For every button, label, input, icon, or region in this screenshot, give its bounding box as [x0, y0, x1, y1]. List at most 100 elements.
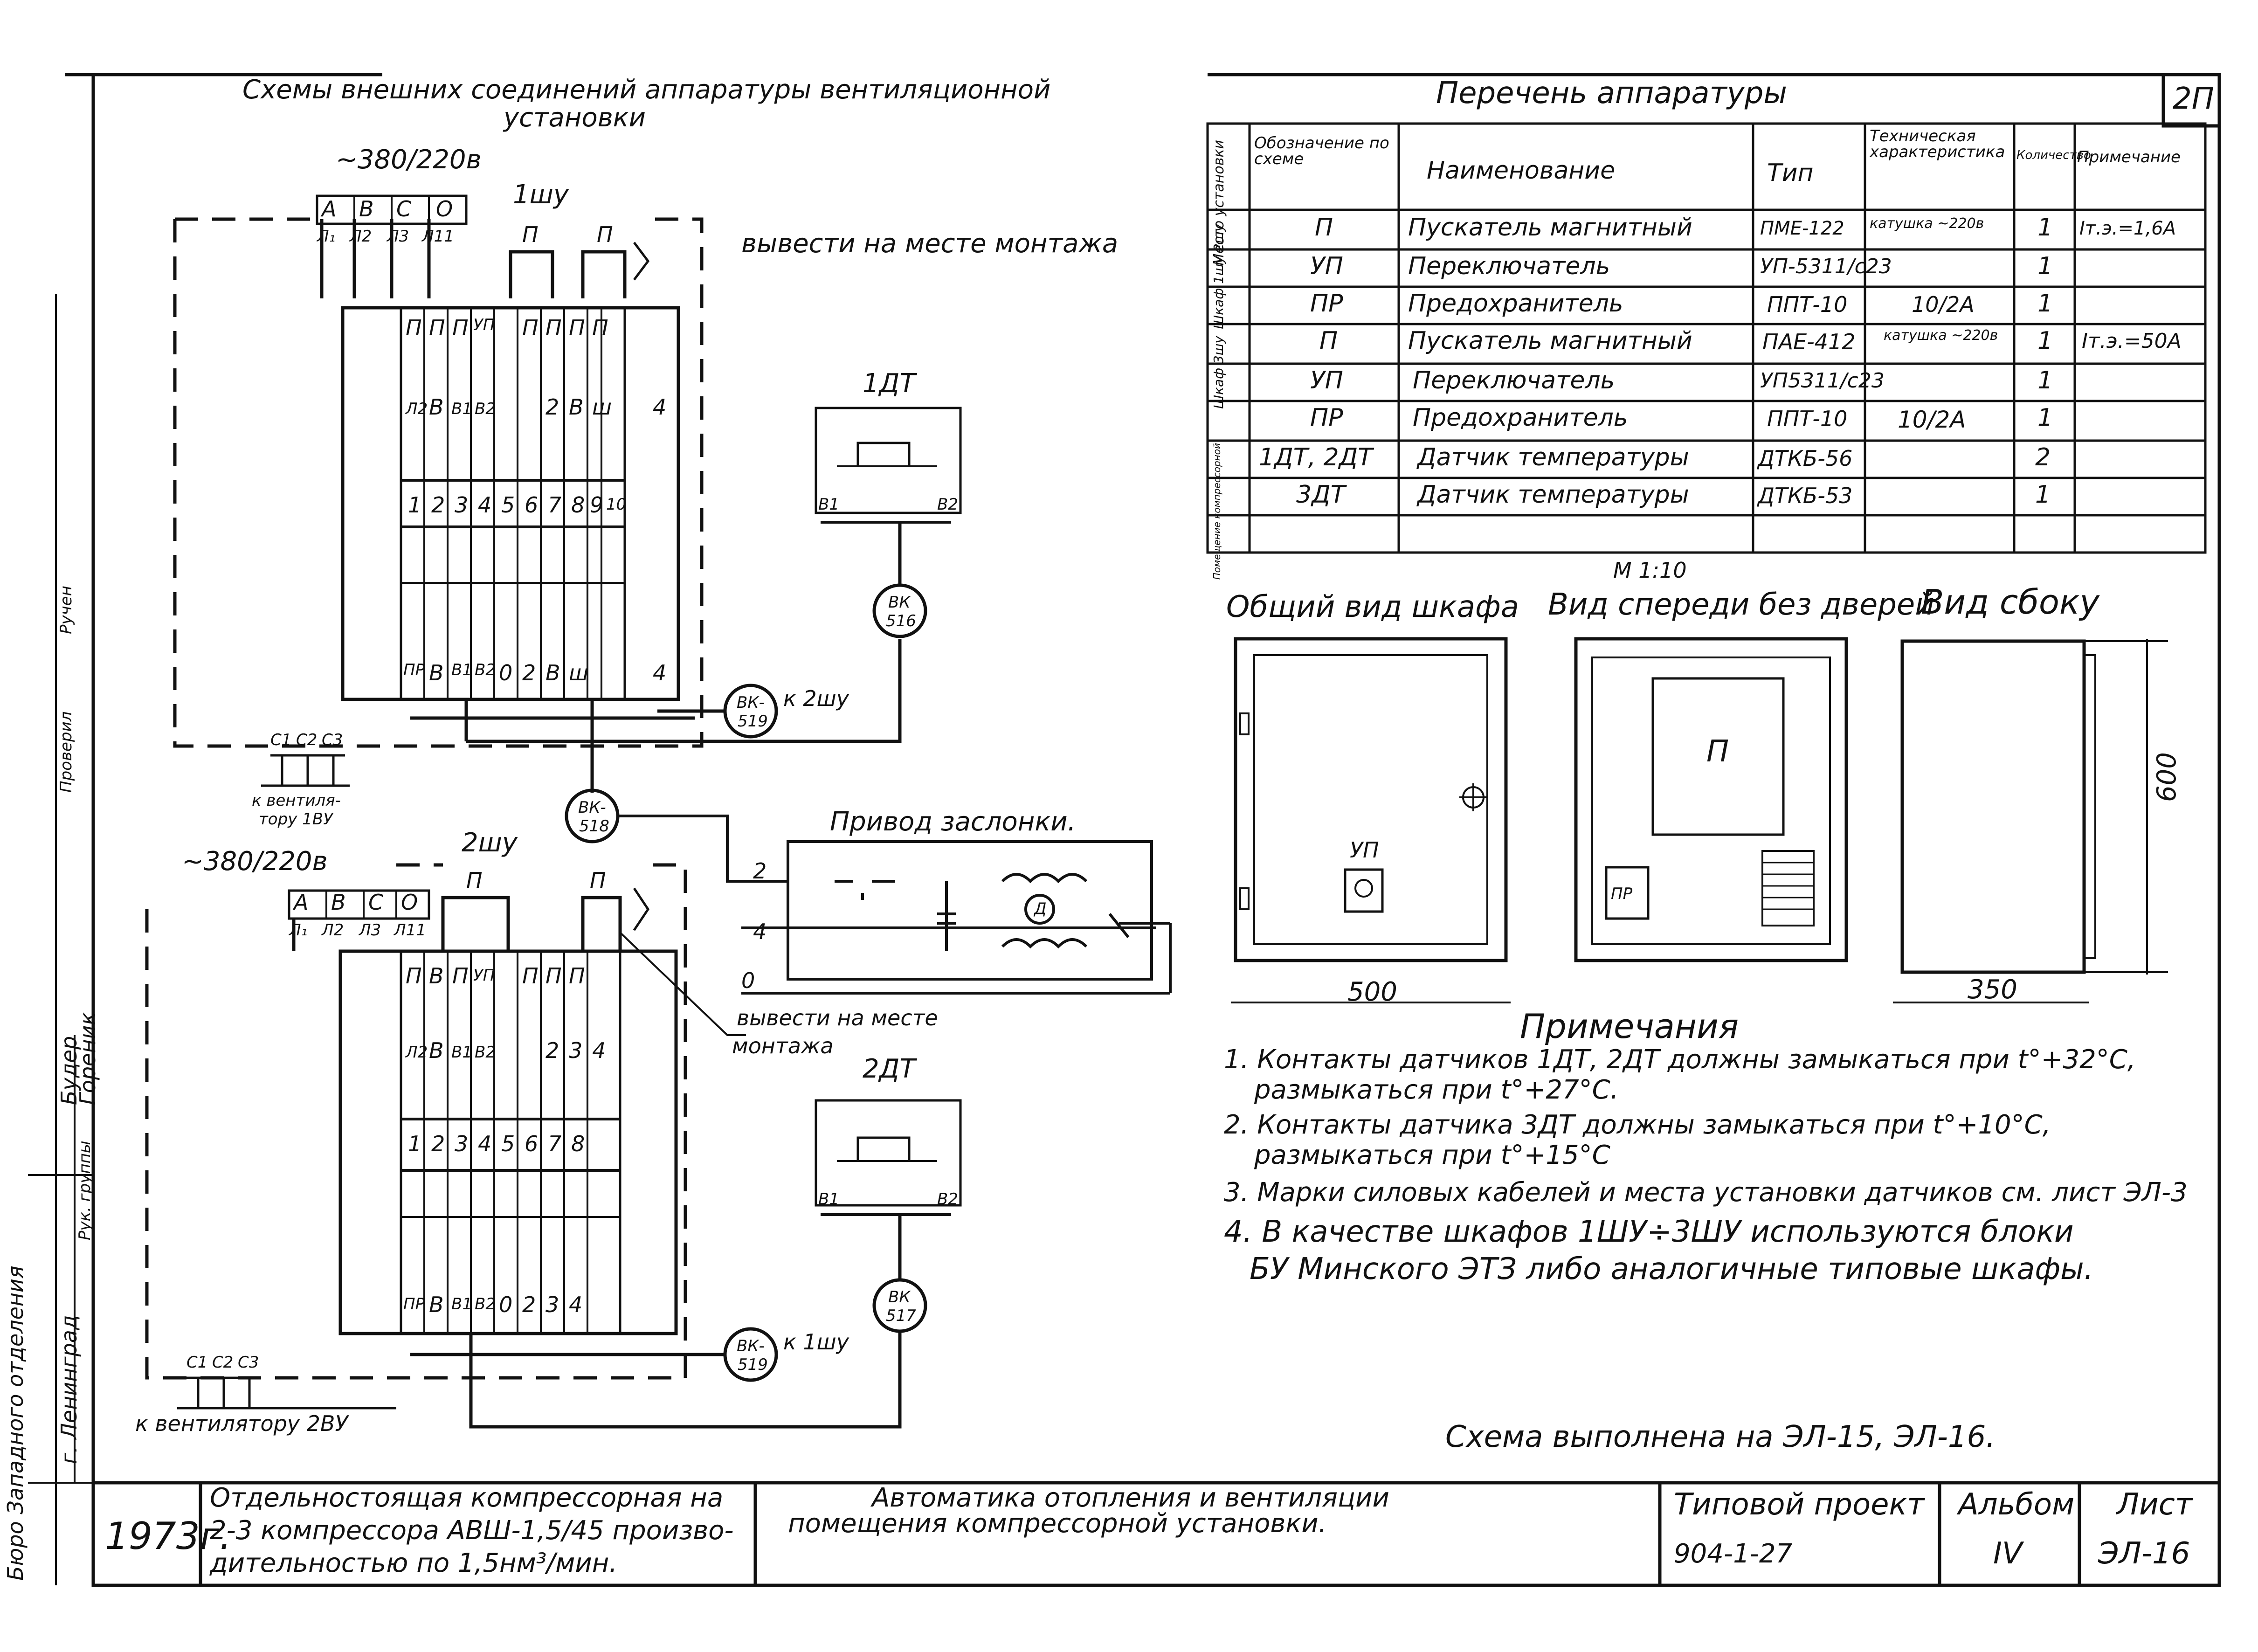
mount-note-2-line1: вывести на месте	[737, 1005, 938, 1030]
general-view	[1231, 637, 1511, 1003]
strip1-mark-3: П	[452, 315, 469, 340]
strip1-bot-5: 0	[499, 660, 513, 685]
strip1-bot-6: 2	[522, 660, 536, 685]
strip2-mark-3: П	[452, 963, 469, 988]
sensor-1dt-label: 1ДТ	[863, 368, 916, 399]
strip2-top-1: Л2	[406, 1043, 428, 1062]
scale-label: М 1:10	[1613, 558, 1687, 583]
strip1-mark-1: П	[406, 315, 422, 340]
table-row-4-qty: 1	[2037, 366, 2053, 394]
table-row-0-designation: П	[1315, 214, 1333, 242]
table-header-note: Примечание	[2077, 148, 2181, 166]
vk519-label-2b: 519	[738, 1355, 768, 1374]
strip1-bot-2: В	[429, 660, 444, 685]
damper-drive-label: Привод заслонки.	[830, 807, 1076, 837]
table-row-6-designation: 1ДТ, 2ДТ	[1259, 443, 1373, 471]
table-row-3-designation: П	[1319, 327, 1338, 355]
mount-note-1: вывести на месте монтажа	[741, 228, 1119, 259]
table-row-3-type: ПАЕ-412	[1762, 329, 1856, 354]
table-row-3-qty: 1	[2037, 327, 2053, 355]
dim-width-500: 500	[1347, 977, 1397, 1007]
strip2-top-4: В2	[475, 1043, 496, 1062]
front-view	[1574, 637, 1848, 962]
strip2-top-3: В1	[451, 1043, 472, 1062]
table-header-designation: Обозначение по схеме	[1254, 134, 1389, 168]
strip1-num-3: 3	[455, 492, 469, 518]
table-group-2: Шкаф 3шу	[1211, 336, 1226, 409]
side-strip-checked: Проверил	[57, 711, 76, 793]
mount-note-2-line2: монтажа	[732, 1033, 834, 1058]
table-group-1: Шкаф 1шу 2шу	[1211, 224, 1226, 329]
sensor-2dt-b2: В2	[937, 1190, 958, 1209]
table-row-1-name: Переключатель	[1408, 252, 1610, 280]
table-row-4-designation: УП	[1310, 366, 1343, 394]
strip1-num-10: 10	[606, 495, 627, 514]
p-label: П	[1706, 734, 1729, 769]
side-strip-author: Ручен	[57, 586, 76, 634]
to-2shu-label: к 2шу	[783, 686, 849, 711]
vk519-box-1	[723, 684, 778, 739]
strip1-mark-7: П	[569, 315, 585, 340]
table-row-5-spec: 10/2А	[1898, 406, 1966, 433]
line-l2-2: Л2	[322, 921, 344, 940]
stamp-object-line1: Отдельностоящая компрессорная на	[210, 1483, 724, 1513]
damper-line-2: 2	[753, 858, 767, 884]
strip2-mark-7: П	[569, 963, 585, 988]
up-label: УП	[1350, 837, 1379, 863]
note-1-line1: 1. Контакты датчиков 1ДТ, 2ДТ должны зам…	[1224, 1044, 2136, 1075]
strip1-num-4: 4	[478, 492, 492, 518]
schemes-title-line1: Схемы внешних соединений аппаратуры вент…	[242, 75, 1051, 105]
phase-b-2: В	[331, 890, 346, 915]
strip1-mark-8: П	[592, 315, 608, 340]
strip1-mark-5: П	[522, 315, 539, 340]
phase-o-2: О	[401, 890, 418, 915]
strip1-bot-9: 4	[653, 660, 667, 685]
stamp-title-line2: помещения компрессорной установки.	[788, 1508, 1327, 1539]
table-group-3: Помещение компрессорной	[1211, 443, 1222, 580]
strip2-mark-1: П	[406, 963, 422, 988]
to-1shu-label: к 1шу	[783, 1329, 849, 1355]
frame-border	[91, 75, 2221, 1587]
table-row-0-spec: катушка ~220в	[1870, 215, 1984, 232]
table-row-1-qty: 1	[2037, 252, 2053, 280]
phase-b-1: В	[359, 196, 374, 221]
vk517-label-b: 517	[886, 1306, 916, 1325]
vk516-box	[872, 583, 927, 638]
cable-c3-1: С3	[322, 731, 343, 749]
supply-label-2: ~380/220в	[182, 846, 328, 877]
general-view-title: Общий вид шкафа	[1226, 590, 1519, 624]
strip1-top-1: Л2	[406, 400, 428, 418]
table-header-qty: Количество	[2016, 148, 2091, 162]
damper-line-4: 4	[753, 919, 767, 944]
strip2-bot-4: В2	[475, 1295, 496, 1313]
strip1-bot-1: ПР	[403, 661, 425, 679]
stamp-object-line3: дительностью по 1,5нм³/мин.	[210, 1548, 618, 1578]
strip2-num-1: 1	[408, 1131, 422, 1156]
table-header-spec: Техническая характеристика	[1870, 127, 2005, 161]
strip2-mark-2: В	[429, 963, 444, 988]
note-1-line2: размыкаться при t°+27°С.	[1254, 1075, 1619, 1105]
line-l3-2: Л3	[359, 921, 381, 940]
strip2-bot-8: 4	[569, 1292, 583, 1317]
strip1-mark-2: П	[429, 315, 445, 340]
sheet-mark: 2П	[2173, 82, 2214, 116]
stamp-album-label: Альбом	[1958, 1487, 2075, 1522]
table-row-3-spec: катушка ~220в	[1884, 327, 1998, 344]
table-row-7-qty: 1	[2035, 481, 2051, 509]
strip2-mark-6: П	[546, 963, 562, 988]
note-2-line2: размыкаться при t°+15°С	[1254, 1140, 1610, 1170]
schema-done-note: Схема выполнена на ЭЛ-15, ЭЛ-16.	[1445, 1420, 1996, 1454]
strip2-top-2: В	[429, 1038, 444, 1063]
phase-c-2: С	[368, 890, 384, 915]
strip1-top-7: В	[569, 394, 584, 420]
table-row-7-name: Датчик температуры	[1417, 481, 1689, 509]
side-view	[1893, 639, 2168, 1003]
strip2-bot-7: 3	[546, 1292, 559, 1317]
strip2-num-6: 6	[525, 1131, 539, 1156]
cabinet-label-1: 1шу	[513, 180, 569, 210]
strip2-num-4: 4	[478, 1131, 492, 1156]
vk516-label-a: ВК	[888, 593, 911, 612]
strip2-top-6: 2	[546, 1038, 559, 1063]
strip1-num-9: 9	[590, 492, 604, 518]
sensor-1dt-b2: В2	[937, 495, 958, 514]
